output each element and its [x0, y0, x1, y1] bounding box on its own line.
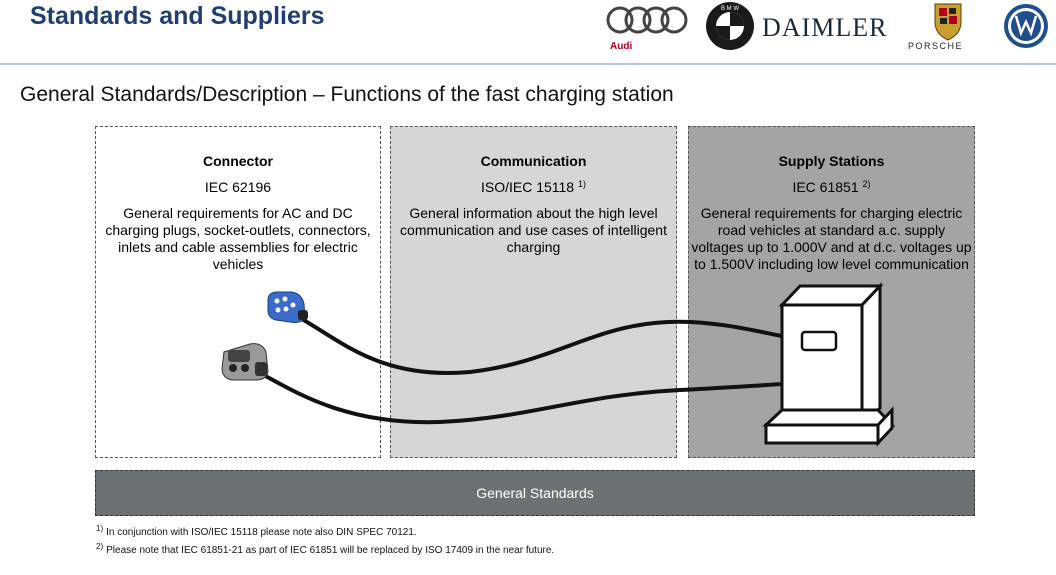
column-standard: IEC 61851 2): [792, 179, 871, 195]
column-heading: Communication: [480, 153, 587, 169]
communication-column: Communication ISO/IEC 15118 1) General i…: [390, 126, 677, 458]
column-heading: Connector: [203, 153, 273, 169]
column-description: General requirements for AC and DC charg…: [105, 205, 371, 272]
footnote-ref: 1): [578, 179, 587, 189]
porsche-logo: [934, 3, 962, 41]
bmw-logo: B M W: [706, 2, 754, 50]
general-standards-bar: General Standards: [95, 470, 975, 516]
audi-logo: [606, 6, 688, 34]
connector-column: Connector IEC 62196 General requirements…: [95, 126, 381, 458]
supply-stations-column: Supply Stations IEC 61851 2) General req…: [688, 126, 975, 458]
column-standard: IEC 62196: [204, 179, 272, 195]
column-description: General information about the high level…: [400, 205, 667, 255]
footnote-1: 1)In conjunction with ISO/IEC 15118 plea…: [96, 524, 417, 538]
footnote-mark: 2): [96, 542, 104, 551]
footnote-2: 2)Please note that IEC 61851-21 as part …: [96, 542, 554, 556]
header-divider: [0, 63, 1056, 65]
porsche-logo-text: PORSCHE: [908, 41, 963, 51]
vw-logo: [1004, 4, 1048, 48]
daimler-logo: DAIMLER: [762, 13, 887, 42]
column-standard: ISO/IEC 15118 1): [480, 179, 587, 195]
footnote-ref: 2): [862, 179, 871, 189]
vw-logo-text: VW: [1025, 55, 1027, 57]
bmw-logo-text: B M W: [721, 6, 739, 12]
footnote-text: Please note that IEC 61851-21 as part of…: [106, 545, 555, 556]
audi-logo-text: Audi: [610, 41, 632, 52]
column-heading: Supply Stations: [778, 153, 885, 169]
page-title: Standards and Suppliers: [30, 2, 325, 30]
footnote-mark: 1): [96, 524, 104, 533]
manufacturer-logos: Audi B M W DAIMLER PORSCHE VW: [600, 0, 1056, 60]
footnote-text: In conjunction with ISO/IEC 15118 please…: [106, 527, 417, 538]
slide-subtitle: General Standards/Description – Function…: [20, 83, 674, 106]
column-description: General requirements for charging electr…: [691, 205, 972, 272]
